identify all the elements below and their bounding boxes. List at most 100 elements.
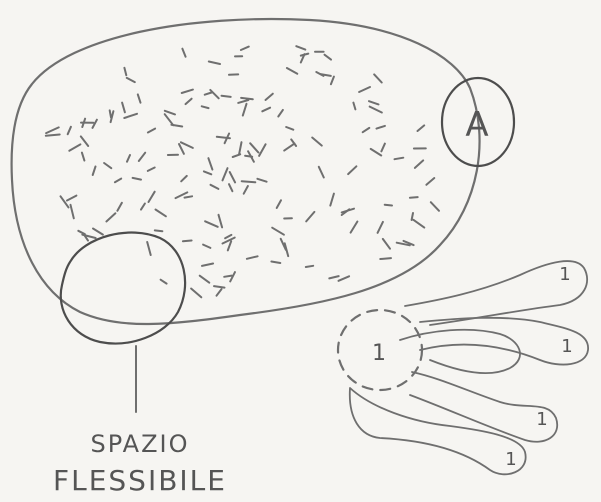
texture-dash [243, 104, 247, 116]
texture-dash [203, 245, 210, 248]
texture-dash [278, 110, 283, 117]
texture-dash [259, 144, 266, 156]
texture-dash [139, 153, 145, 161]
texture-dash [200, 276, 210, 283]
texture-dash [330, 194, 334, 206]
texture-dash [185, 196, 193, 197]
texture-dash [93, 167, 96, 176]
texture-dash [115, 179, 121, 183]
texture-dash [81, 136, 88, 146]
texture-dash [183, 241, 192, 242]
texture-dash [124, 68, 126, 75]
texture-dash [149, 192, 155, 202]
texture-dash [359, 87, 370, 92]
texture-dash [127, 78, 135, 82]
texture-dash [82, 153, 85, 161]
texture-dash [353, 103, 355, 110]
blob-texture [46, 46, 439, 297]
texture-dash [117, 203, 122, 211]
texture-dash [222, 96, 231, 97]
texture-dash [381, 144, 385, 152]
texture-dash [271, 262, 280, 264]
loop-shapes [350, 261, 588, 474]
texture-dash [124, 114, 137, 118]
texture-dash [242, 181, 256, 182]
texture-dash [93, 120, 97, 128]
texture-dash [339, 276, 350, 281]
texture-dash [148, 129, 155, 133]
texture-dash [208, 158, 212, 169]
texture-dash [239, 142, 241, 154]
texture-dash [219, 215, 223, 228]
texture-dash [127, 155, 130, 162]
texture-dash [351, 222, 358, 233]
texture-dash [233, 154, 241, 157]
texture-dash [138, 94, 141, 102]
main-blob-outline [12, 19, 480, 324]
texture-dash [68, 127, 71, 134]
texture-dash [104, 163, 111, 168]
texture-dash [165, 111, 175, 115]
texture-dash [230, 272, 235, 281]
loop-label-bottom-right: 1 [536, 409, 549, 430]
texture-dash [245, 156, 252, 157]
loop-label-right: 1 [561, 336, 574, 357]
texture-dash [247, 256, 258, 259]
texture-dash [306, 212, 314, 222]
texture-dash [228, 241, 231, 250]
texture-dash [182, 49, 185, 57]
texture-dash [147, 242, 151, 255]
texture-dash [223, 168, 228, 180]
loop-label-top: 1 [559, 264, 572, 285]
texture-dash [262, 108, 270, 112]
dashed-circle-label: 1 [372, 341, 388, 366]
texture-dash [224, 276, 232, 277]
texture-dash [431, 202, 439, 211]
node-a-label: A [465, 105, 490, 145]
texture-dash [410, 197, 418, 198]
texture-dash [156, 210, 166, 217]
texture-dash [413, 220, 424, 228]
texture-dash [211, 185, 219, 189]
texture-dash [383, 239, 390, 249]
texture-dash [229, 184, 232, 191]
texture-dash [272, 228, 284, 235]
texture-dash [377, 126, 385, 129]
texture-dash [186, 99, 192, 104]
flex-space-label-line1: SPAZIO [91, 430, 190, 458]
texture-dash [418, 125, 425, 131]
texture-dash [306, 266, 313, 267]
texture-dash [179, 144, 184, 154]
texture-dash [202, 264, 213, 266]
texture-dash [257, 179, 266, 182]
texture-dash [46, 127, 59, 133]
texture-dash [325, 55, 332, 60]
texture-dash [205, 221, 218, 227]
texture-dash [348, 166, 356, 174]
texture-dash [415, 160, 423, 168]
texture-dash [161, 280, 167, 284]
texture-dash [67, 196, 76, 201]
texture-dash [122, 103, 125, 113]
texture-dash [241, 98, 253, 99]
texture-dash [395, 158, 404, 160]
texture-dash [69, 144, 80, 150]
texture-dash [210, 90, 218, 98]
texture-dash [141, 204, 145, 210]
texture-dash [61, 196, 69, 207]
texture-dash [165, 114, 174, 125]
texture-dash [250, 143, 258, 152]
texture-dash [78, 231, 85, 234]
texture-dash [202, 106, 209, 108]
texture-dash [277, 200, 281, 208]
texture-dash [378, 222, 383, 233]
texture-dash [110, 110, 111, 117]
texture-dash [238, 100, 248, 103]
texture-dash [370, 107, 382, 113]
texture-dash [286, 127, 293, 130]
texture-dash [284, 144, 294, 151]
texture-dash [319, 167, 324, 178]
texture-dash [287, 68, 297, 74]
